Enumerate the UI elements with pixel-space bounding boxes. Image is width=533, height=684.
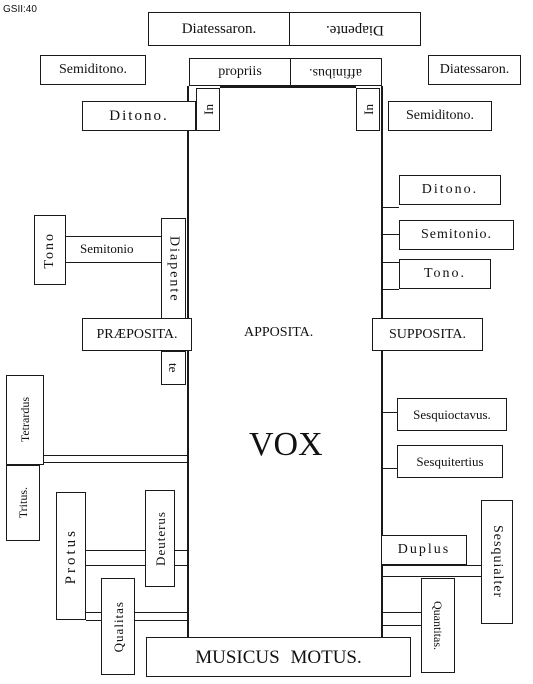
box-duplus: Duplus	[381, 535, 467, 565]
protus-text: Protus	[62, 527, 79, 585]
column-left-edge	[187, 86, 189, 640]
box-sesquialter: Sesquialter	[481, 500, 513, 624]
box-quantitas: Quantitas.	[421, 578, 455, 673]
connector-line	[66, 262, 162, 263]
qualitas-text: Qualitas	[110, 600, 126, 653]
box-diapente-left: Diapente	[161, 218, 186, 320]
connector-line	[381, 412, 397, 413]
connector-line	[381, 234, 399, 235]
box-sesquioctavus: Sesquioctavus.	[397, 398, 507, 431]
box-semiditono-right: Semiditono.	[388, 101, 492, 131]
box-diatessaron-top: Diatessaron.	[148, 12, 290, 46]
box-musicus-motus: MUSICUS MOTUS.	[146, 637, 411, 677]
in-right-text: In	[360, 104, 376, 115]
tono-left-text: Tono	[42, 231, 57, 269]
text-vox: VOX	[249, 426, 323, 463]
column-top-edge	[220, 86, 356, 88]
connector-line	[381, 262, 399, 263]
box-praeposita: PRÆPOSITA.	[82, 318, 192, 351]
tetrardus-text: Tetrardus	[18, 397, 32, 443]
box-tono-right: Tono.	[399, 259, 491, 289]
box-diapente-top: Diapente.	[289, 12, 421, 46]
te-text: te	[166, 363, 181, 373]
box-te: te	[161, 351, 186, 385]
in-left-text: In	[200, 104, 216, 115]
connector-line	[381, 468, 397, 469]
connector-line	[66, 236, 162, 237]
page-label: GSII:40	[3, 4, 37, 15]
sesquialter-text: Sesquialter	[490, 525, 505, 599]
connector-line	[381, 565, 481, 566]
connector-line	[381, 576, 481, 577]
deuterus-text: Deuterus	[152, 511, 168, 566]
box-sesquitertius: Sesquitertius	[397, 445, 503, 478]
connector-line	[14, 462, 187, 463]
connector-line	[86, 620, 187, 621]
connector-line	[381, 289, 399, 290]
box-propriis: propriis	[189, 58, 291, 86]
box-diatessaron-right: Diatessaron.	[428, 55, 521, 85]
text-apposita: APPOSITA.	[244, 325, 314, 340]
connector-line	[86, 612, 187, 613]
box-semitonio-right: Semitonio.	[399, 220, 514, 250]
connector-line	[14, 455, 187, 456]
box-affinibus: affinibus.	[290, 58, 382, 86]
connector-line	[381, 625, 421, 626]
connector-line	[381, 612, 421, 613]
box-protus: Protus	[56, 492, 86, 620]
box-tritus: Tritus.	[6, 465, 40, 541]
connector-line	[381, 207, 399, 208]
affinibus-inverted-text: affinibus.	[309, 65, 363, 80]
box-ditono-right: Ditono.	[399, 175, 501, 205]
box-supposita: SUPPOSITA.	[372, 318, 483, 351]
box-in-right: In	[356, 88, 380, 131]
quantitas-text: Quantitas.	[431, 601, 445, 650]
connector-line	[86, 550, 187, 551]
text-semitonio-left: Semitonio	[80, 241, 134, 256]
box-qualitas: Qualitas	[101, 578, 135, 675]
diapente-left-text: Diapente	[166, 235, 182, 303]
box-tetrardus: Tetrardus	[6, 375, 44, 465]
column-right-edge	[381, 86, 383, 640]
box-deuterus: Deuterus	[145, 490, 175, 587]
diapente-inverted-text: Diapente.	[326, 21, 384, 38]
connector-line	[86, 565, 187, 566]
box-tono-left: Tono	[34, 215, 66, 285]
tritus-text: Tritus.	[16, 487, 30, 519]
box-in-left: In	[196, 88, 220, 131]
box-ditono-left: Ditono.	[82, 101, 196, 131]
box-semiditono-left: Semiditono.	[40, 55, 146, 85]
